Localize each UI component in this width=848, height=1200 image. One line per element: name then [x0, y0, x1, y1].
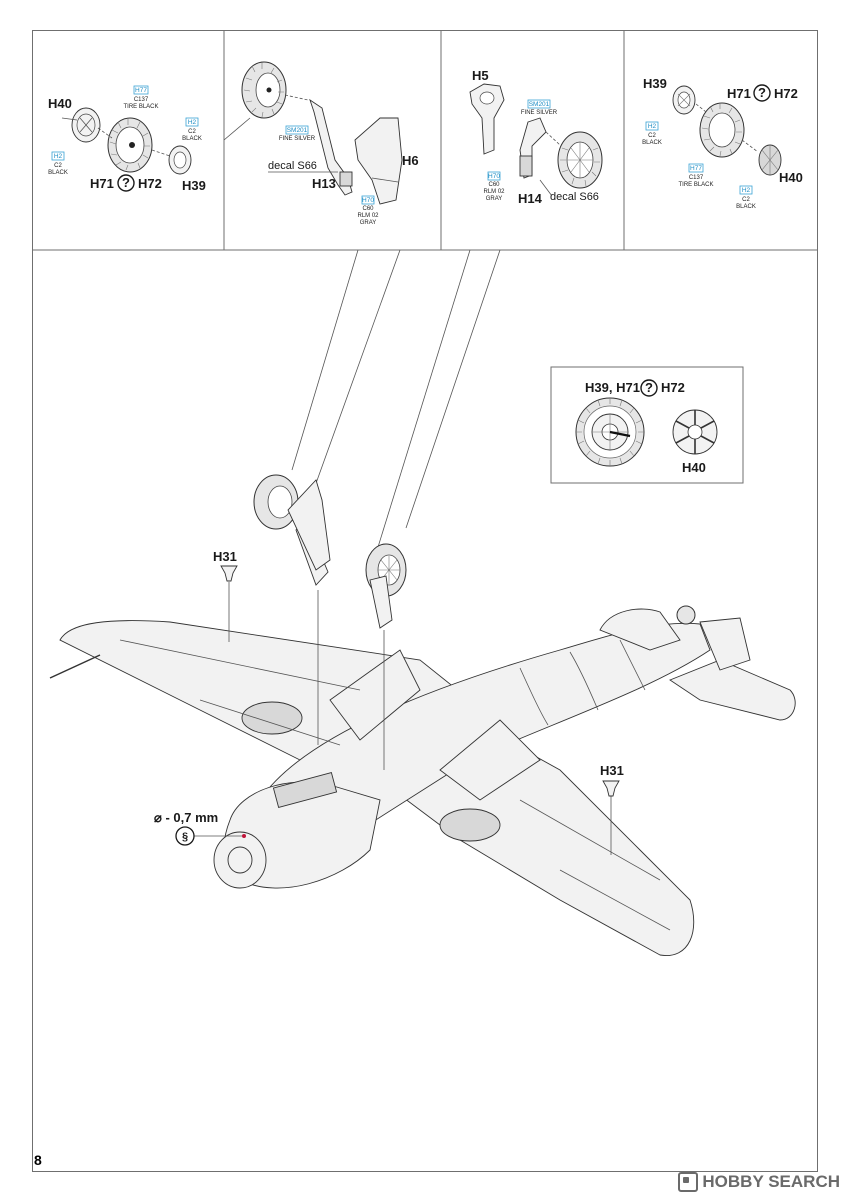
label-h40-d: H40 — [779, 170, 803, 185]
svg-text:§: § — [182, 831, 188, 843]
label-h72-d: H72 — [774, 86, 798, 101]
paint-callout-b-silver: SM201 FINE SILVER — [279, 125, 316, 142]
decal-s66-b: decal S66 — [268, 160, 317, 172]
decal-s66-c: decal S66 — [550, 191, 599, 203]
gear-right-mounted — [365, 543, 407, 629]
svg-text:FINE SILVER: FINE SILVER — [279, 136, 316, 142]
inset-wheel-detail: H39, H71 ? H72 H40 — [550, 366, 744, 484]
top-panel-grid — [32, 30, 818, 251]
svg-text:TIRE BLACK: TIRE BLACK — [678, 182, 713, 188]
paint-callout-a-hub: H2 C2 BLACK — [48, 151, 68, 176]
label-h40-a: H40 — [48, 96, 72, 111]
hub-h40-part-d — [758, 144, 782, 176]
svg-text:TIRE BLACK: TIRE BLACK — [123, 104, 158, 110]
svg-text:H2: H2 — [742, 187, 751, 194]
panel-b-left-gear: H6 H13 decal S66 SM201 FINE SILVER H70 C… — [223, 61, 419, 226]
aircraft-underside — [49, 474, 796, 956]
strut-h14-part — [519, 117, 547, 179]
label-h72-a: H72 — [138, 176, 162, 191]
disc-h39-part — [168, 145, 192, 175]
svg-text:C2: C2 — [742, 197, 750, 203]
watermark-logo-icon — [678, 1172, 699, 1192]
svg-text:RLM 02: RLM 02 — [357, 213, 379, 219]
watermark: HOBBY SEARCH — [678, 1172, 840, 1192]
svg-text:H70: H70 — [362, 197, 374, 204]
svg-text:H77: H77 — [690, 165, 702, 172]
svg-text:H2: H2 — [188, 119, 197, 126]
svg-text:GRAY: GRAY — [360, 220, 377, 226]
svg-text:SM201: SM201 — [529, 101, 550, 108]
panel-a-wheel-assembly: H40 H39 H71 ? H72 H77 C137 TIRE BLACK H2… — [48, 85, 206, 193]
part-h31-right — [602, 780, 620, 797]
svg-text:GRAY: GRAY — [486, 196, 503, 202]
gear-left-mounted — [253, 474, 331, 586]
strut-h13-part — [309, 98, 353, 196]
label-h39-a: H39 — [182, 178, 206, 193]
option-symbol-a: ? — [122, 175, 130, 190]
panel-c-right-gear: H5 H14 decal S66 SM201 FINE SILVER H70 C… — [469, 68, 603, 206]
option-symbol-inset: ? — [645, 380, 653, 395]
paint-callout-a-disc: H2 C2 BLACK — [182, 117, 202, 142]
inset-hub-h40 — [672, 409, 718, 455]
paint-callout-c-silver: SM201 FINE SILVER — [521, 99, 558, 116]
paint-callout-d-hub: H2 C2 BLACK — [736, 185, 756, 210]
disc-h39-part-d — [672, 85, 696, 115]
svg-text:BLACK: BLACK — [182, 136, 202, 142]
paint-callout-b-gray: H70 C60 RLM 02 GRAY — [357, 195, 379, 226]
svg-text:H77: H77 — [135, 87, 147, 94]
svg-text:C60: C60 — [362, 206, 374, 212]
paint-callout-a-tire: H77 C137 TIRE BLACK — [123, 85, 159, 110]
svg-text:H70: H70 — [488, 173, 500, 180]
svg-text:C2: C2 — [54, 163, 62, 169]
watermark-text: HOBBY SEARCH — [702, 1172, 840, 1191]
label-h5: H5 — [472, 68, 489, 83]
svg-text:SM201: SM201 — [287, 127, 308, 134]
svg-text:C60: C60 — [488, 182, 500, 188]
inset-label-right: H72 — [661, 380, 685, 395]
svg-text:C2: C2 — [648, 133, 656, 139]
page-number: 8 — [34, 1152, 42, 1168]
svg-text:BLACK: BLACK — [642, 140, 662, 146]
svg-text:C2: C2 — [188, 129, 196, 135]
label-h31-right: H31 — [600, 763, 624, 778]
leader-lines — [291, 249, 501, 561]
svg-text:BLACK: BLACK — [48, 170, 68, 176]
svg-text:H2: H2 — [648, 123, 657, 130]
svg-text:C137: C137 — [134, 97, 149, 103]
paint-callout-d-disc: H2 C2 BLACK — [642, 121, 662, 146]
option-symbol-d: ? — [758, 85, 766, 100]
svg-text:BLACK: BLACK — [736, 204, 756, 210]
svg-text:RLM 02: RLM 02 — [483, 189, 505, 195]
svg-text:FINE SILVER: FINE SILVER — [521, 110, 558, 116]
panel-d-wheel-assembly: H39 H40 H71 ? H72 H2 C2 BLACK H77 C137 T… — [642, 76, 803, 210]
drill-size-label: ⌀ - 0,7 mm — [154, 810, 218, 825]
wheel-part-c — [557, 131, 603, 189]
drill-icon: § — [175, 826, 195, 846]
label-h14: H14 — [518, 191, 543, 206]
tire-part — [107, 117, 153, 173]
label-h71-a: H71 — [90, 176, 114, 191]
tire-part-d — [699, 102, 745, 158]
label-h6: H6 — [402, 153, 419, 168]
cover-h6-part — [354, 117, 403, 205]
part-h31-left — [220, 565, 238, 582]
paint-callout-c-gray: H70 C60 RLM 02 GRAY — [483, 171, 505, 202]
cover-h5-part — [469, 83, 505, 155]
svg-text:H2: H2 — [54, 153, 63, 160]
inset-wheel-assembled — [575, 397, 645, 467]
wheel-part-b — [241, 61, 287, 119]
label-h71-d: H71 — [727, 86, 751, 101]
label-h13: H13 — [312, 176, 336, 191]
svg-text:C137: C137 — [689, 175, 704, 181]
inset-label-left: H39, H71 — [585, 380, 640, 395]
label-h31-left: H31 — [213, 549, 237, 564]
page-frame — [32, 30, 818, 1172]
paint-callout-d-tire: H77 C137 TIRE BLACK — [678, 163, 714, 188]
inset-label-h40: H40 — [682, 460, 706, 475]
label-h39-d: H39 — [643, 76, 667, 91]
hub-h40-part — [71, 107, 101, 143]
drill-point-marker — [242, 834, 246, 838]
